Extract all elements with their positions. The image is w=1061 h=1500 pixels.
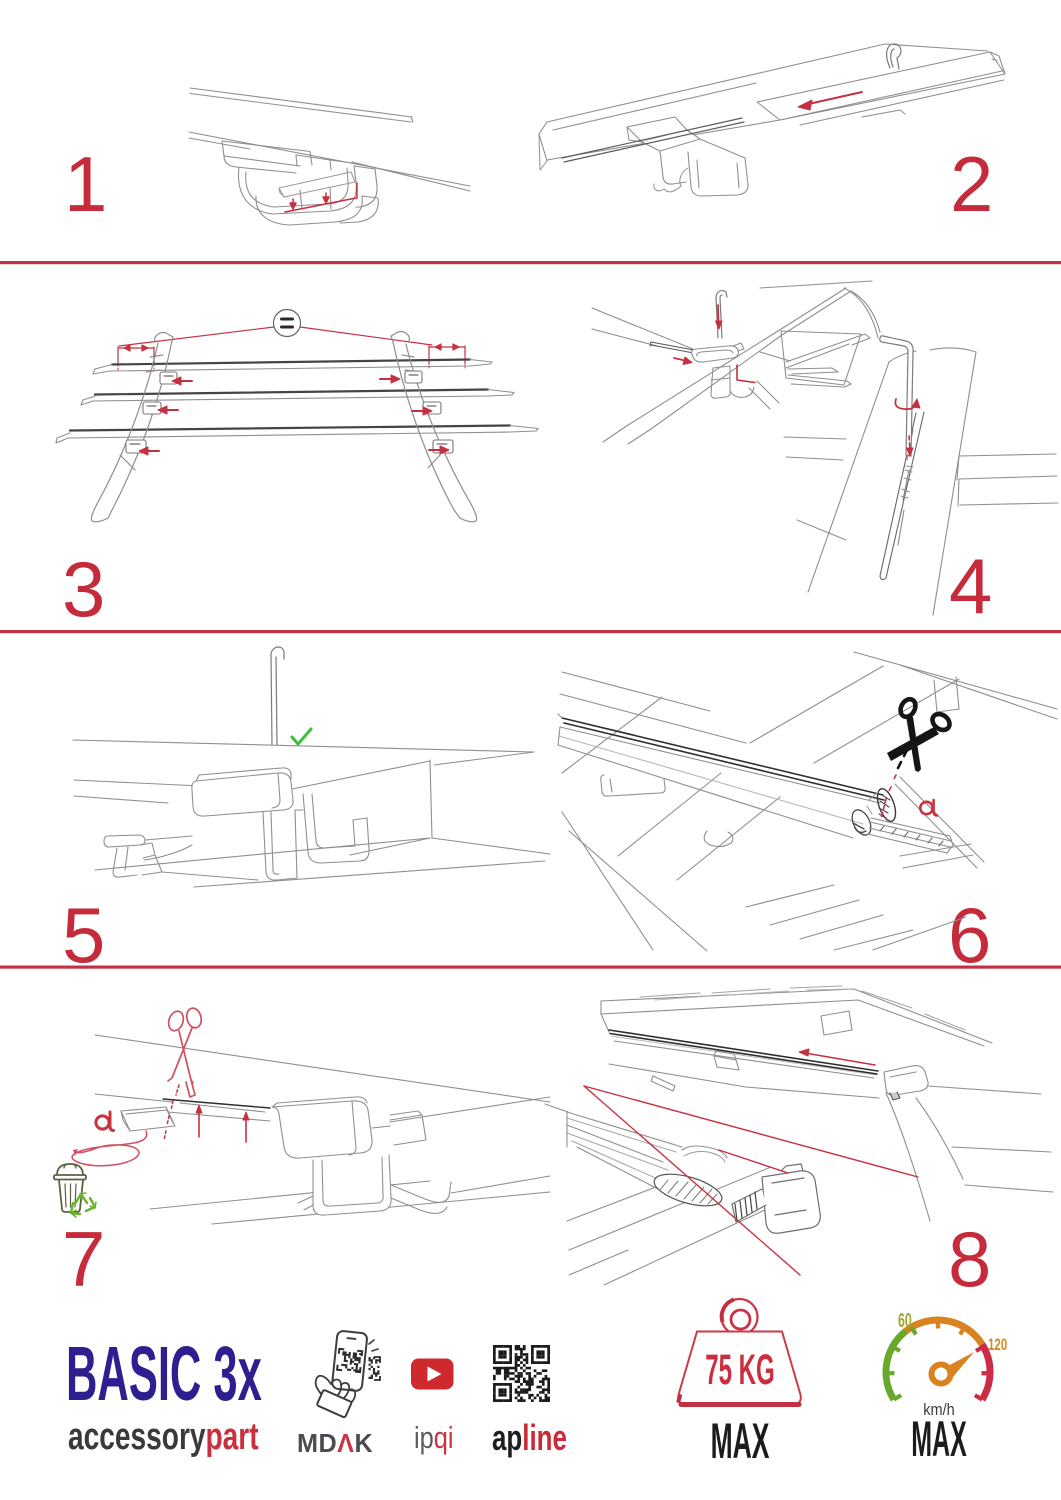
svg-text:60: 60 xyxy=(898,1309,912,1332)
svg-text:1: 1 xyxy=(64,140,107,228)
svg-text:3: 3 xyxy=(62,545,105,633)
svg-text:75 KG: 75 KG xyxy=(705,1346,775,1394)
svg-text:8: 8 xyxy=(948,1215,991,1303)
svg-text:km/h: km/h xyxy=(923,1401,954,1419)
svg-text:MDΛK: MDΛK xyxy=(297,1430,373,1458)
svg-text:MAX: MAX xyxy=(711,1414,770,1469)
svg-text:7: 7 xyxy=(62,1215,105,1303)
svg-text:6: 6 xyxy=(948,891,991,979)
svg-text:MAX: MAX xyxy=(911,1412,967,1468)
svg-text:2: 2 xyxy=(950,140,993,228)
svg-text:ipqi: ipqi xyxy=(414,1421,454,1456)
svg-text:accessorypart: accessorypart xyxy=(68,1416,259,1458)
svg-text:BASIC 3x: BASIC 3x xyxy=(66,1331,262,1417)
svg-text:apline: apline xyxy=(492,1418,567,1458)
svg-text:5: 5 xyxy=(62,891,105,979)
svg-text:120: 120 xyxy=(988,1336,1007,1355)
svg-text:4: 4 xyxy=(949,542,992,630)
